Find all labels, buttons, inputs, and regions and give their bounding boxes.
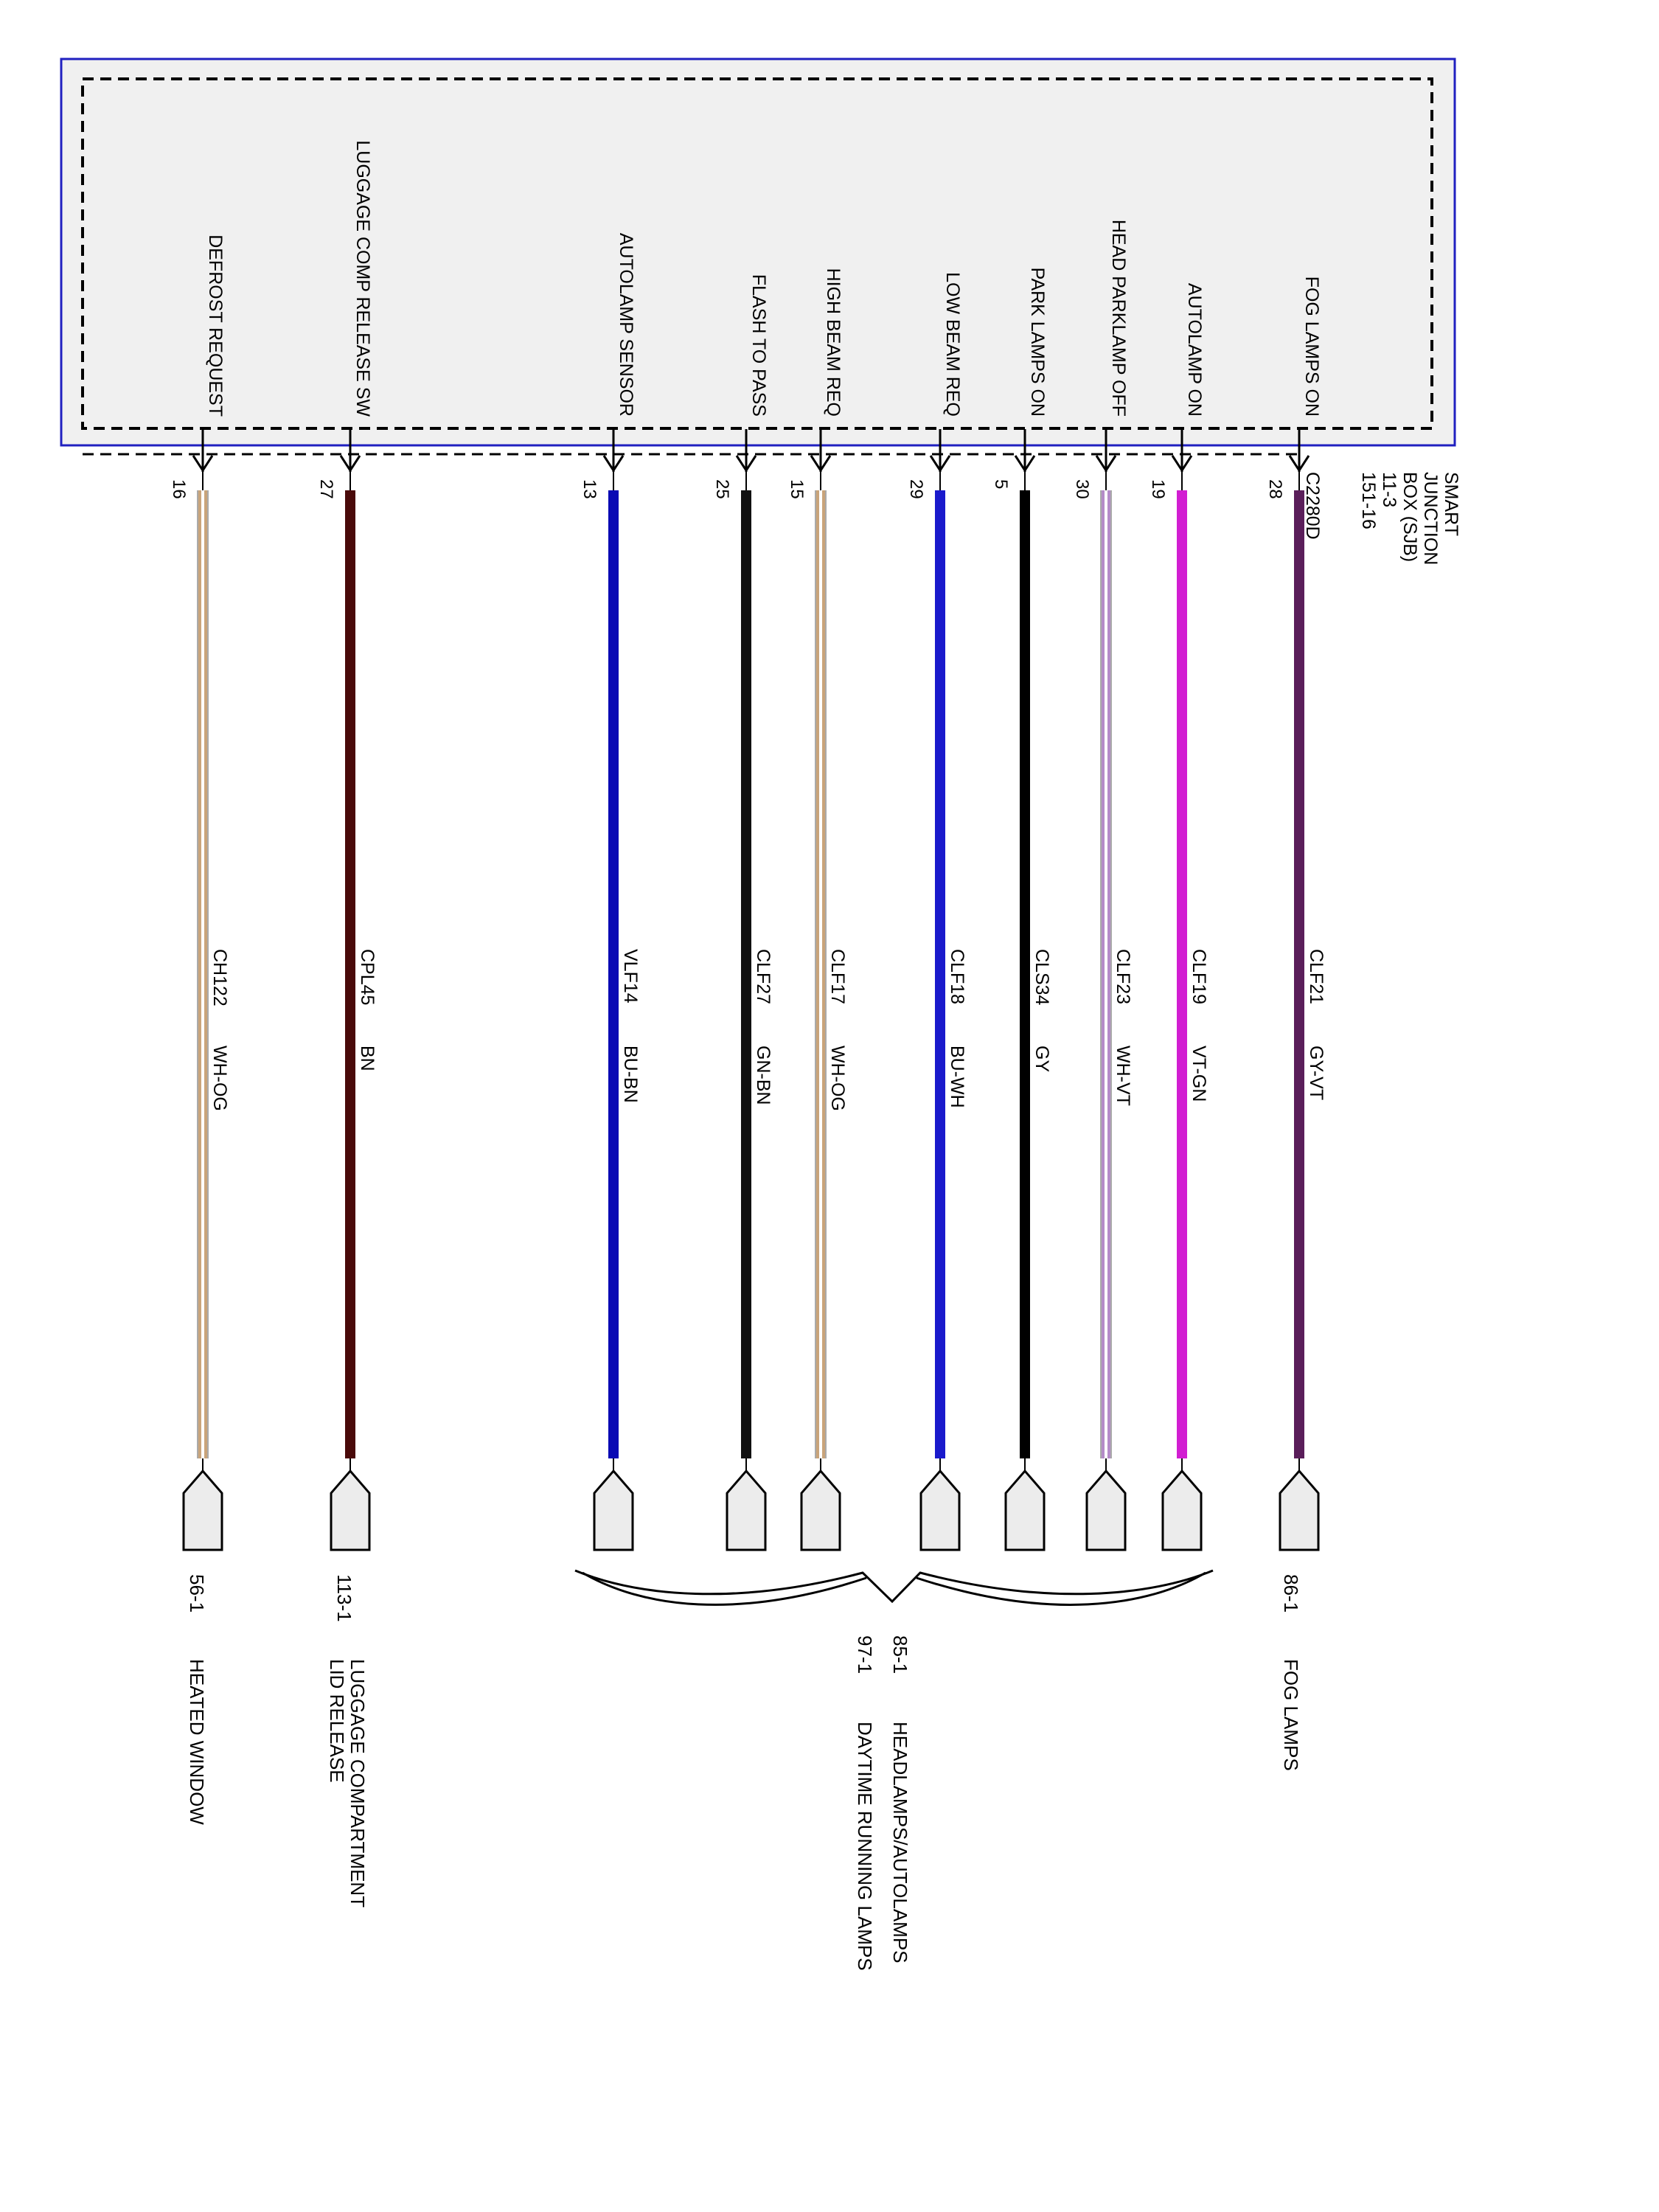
color-code-label: BU-WH [947, 1046, 967, 1108]
pin-number: 29 [906, 479, 926, 499]
module-label: SMART JUNCTION BOX (SJB) 11-3 151-16 C22… [1302, 472, 1461, 565]
signal-label: HIGH BEAM REQ [823, 268, 844, 417]
destination-ref-2: 97-1 [854, 1635, 876, 1674]
color-code-label: GN-BN [753, 1046, 773, 1105]
pin-number: 5 [991, 479, 1011, 489]
destination-connector [800, 1469, 841, 1551]
pin-number: 19 [1148, 479, 1168, 499]
pin-number: 13 [580, 479, 599, 499]
destination-label-line-2: DAYTIME RUNNING LAMPS [854, 1722, 876, 1971]
destination-label-line-1: HEADLAMPS/AUTOLAMPS [889, 1722, 911, 1964]
circuit-label: CLS34 [1032, 949, 1052, 1006]
destination-fog-lamps: 86-1 FOG LAMPS [1280, 1574, 1302, 1771]
color-code-label: BN [357, 1046, 378, 1071]
destination-brace-inner [582, 1571, 1206, 1606]
module-inner-boundary [81, 77, 1433, 430]
destination-ref: 86-1 [1280, 1574, 1302, 1613]
destination-brace [574, 1569, 1214, 1604]
destination-connector [919, 1469, 961, 1551]
pin-number: 28 [1265, 479, 1285, 499]
destination-label: HEATED WINDOW [186, 1659, 208, 1825]
circuit-label: CLF23 [1113, 949, 1133, 1004]
destination-label-line-1: LUGGAGE COMPARTMENT [347, 1659, 369, 1907]
color-code-label: BU-BN [620, 1046, 641, 1103]
destination-connector [726, 1469, 767, 1551]
destination-headlamps: 85-1 97-1 HEADLAMPS/AUTOLAMPS DAYTIME RU… [854, 1635, 911, 1971]
signal-label: HEAD PARKLAMP OFF [1108, 220, 1129, 417]
circuit-label: CLF17 [827, 949, 848, 1004]
destination-connector [1085, 1469, 1127, 1551]
destination-luggage-lid: 113-1 LUGGAGE COMPARTMENT LID RELEASE [326, 1574, 369, 1907]
circuit-label: CPL45 [357, 949, 378, 1005]
pin-number: 15 [787, 479, 807, 499]
color-code-label: WH-OG [827, 1046, 848, 1111]
circuit-label: CLF19 [1189, 949, 1209, 1004]
circuit-label: CLF21 [1306, 949, 1326, 1004]
destination-ref-1: 85-1 [889, 1635, 911, 1674]
color-code-label: GY [1032, 1046, 1052, 1072]
signal-label: LOW BEAM REQ [942, 272, 963, 417]
circuit-label: CLF18 [947, 949, 967, 1004]
connector-id: C2280D [1302, 472, 1323, 540]
module-page-ref-2: 151-16 [1358, 472, 1379, 529]
signal-label: FOG LAMPS ON [1301, 276, 1322, 417]
destination-connector [593, 1469, 634, 1551]
color-code-label: GY-VT [1306, 1046, 1326, 1100]
pin-number: 16 [169, 479, 189, 499]
color-code-label: WH-VT [1113, 1046, 1133, 1106]
circuit-label: CH122 [209, 949, 230, 1006]
circuit-label: CLF27 [753, 949, 773, 1004]
destination-connector [1004, 1469, 1046, 1551]
color-code-label: VT-GN [1189, 1046, 1209, 1102]
color-code-label: WH-OG [209, 1046, 230, 1111]
destination-label-line-2: LID RELEASE [326, 1659, 348, 1783]
signal-label: DEFROST REQUEST [205, 234, 226, 417]
signal-label: FLASH TO PASS [748, 274, 769, 417]
pin-number: 30 [1072, 479, 1092, 499]
destination-connector [182, 1469, 223, 1551]
module-name-line-3: BOX (SJB) [1399, 472, 1420, 562]
signal-label: LUGGAGE COMP RELEASE SW [352, 140, 373, 417]
module-name-line-1: SMART [1441, 472, 1461, 536]
module-page-ref-1: 11-3 [1379, 472, 1399, 507]
destination-label: FOG LAMPS [1280, 1659, 1302, 1771]
destination-ref: 56-1 [186, 1574, 208, 1613]
destination-ref: 113-1 [333, 1574, 355, 1622]
destination-connector [1279, 1469, 1320, 1551]
signal-label: AUTOLAMP SENSOR [616, 233, 636, 417]
destination-connector [1161, 1469, 1203, 1551]
signal-label: AUTOLAMP ON [1184, 283, 1205, 417]
pin-number: 25 [712, 479, 732, 499]
module-name-line-2: JUNCTION [1420, 472, 1441, 565]
pin-number: 27 [316, 479, 336, 499]
destination-heated-window: 56-1 HEATED WINDOW [186, 1574, 208, 1825]
destination-connector [330, 1469, 371, 1551]
module-box [60, 58, 1456, 447]
circuit-label: VLF14 [620, 949, 641, 1004]
signal-label: PARK LAMPS ON [1027, 268, 1048, 417]
